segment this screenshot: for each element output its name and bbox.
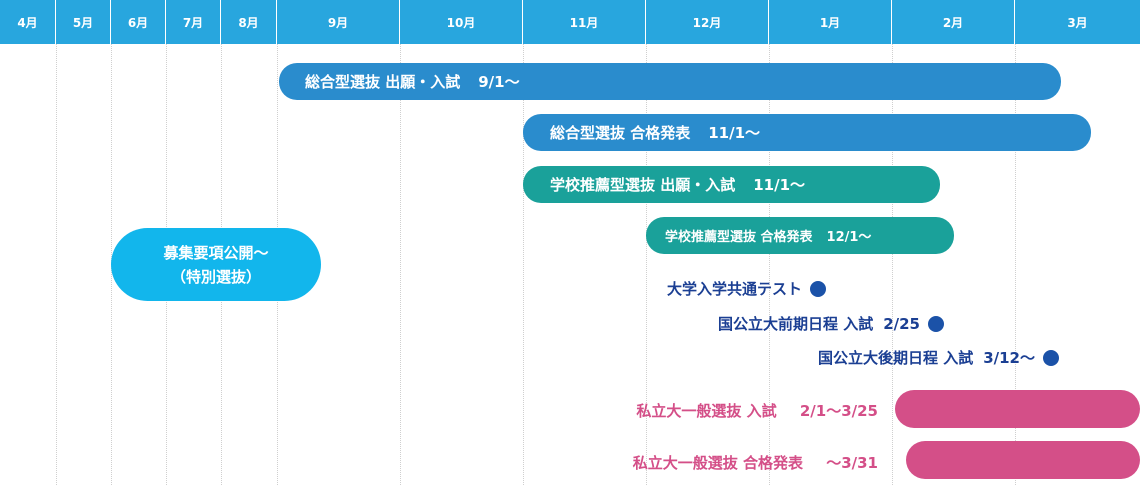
month-header-dec: 12月	[646, 0, 769, 44]
bar-private-exam	[895, 390, 1140, 428]
bar-sogo-apply-date: 9/1〜	[478, 73, 520, 91]
bar-sogo-result: 総合型選抜 合格発表 11/1〜	[523, 114, 1091, 151]
month-header-nov: 11月	[523, 0, 646, 44]
milestone-kyotsu-label: 大学入学共通テスト	[666, 280, 802, 298]
grid-line	[56, 44, 57, 485]
milestone-koki-label: 国公立大後期日程 入試	[817, 349, 974, 367]
grid-line	[523, 44, 524, 485]
bar-sogo-result-date: 11/1〜	[708, 124, 761, 142]
month-header-feb: 2月	[892, 0, 1015, 44]
dot-marker-icon	[1043, 349, 1059, 366]
private-exam-text: 私立大一般選抜 入試 2/1〜3/25	[636, 400, 878, 421]
bar-gakko-result-date: 12/1〜	[826, 230, 872, 245]
private-exam-label: 私立大一般選抜 入試	[636, 402, 777, 420]
bar-sogo-result-label: 総合型選抜 合格発表	[550, 124, 691, 142]
month-header-oct: 10月	[400, 0, 523, 44]
grid-line	[892, 44, 893, 485]
month-header-aug: 8月	[221, 0, 277, 44]
bar-gakko-apply: 学校推薦型選抜 出願・入試 11/1〜	[523, 166, 940, 203]
dot-marker-icon	[928, 315, 944, 332]
month-header-may: 5月	[56, 0, 111, 44]
milestone-zenki-label: 国公立大前期日程 入試	[717, 315, 874, 333]
bar-boshu-pill: 募集要項公開〜 （特別選抜）	[111, 228, 321, 301]
grid-line	[769, 44, 770, 485]
bar-boshu-label: 募集要項公開〜	[163, 243, 269, 262]
bar-sogo-apply-label: 総合型選抜 出願・入試	[305, 73, 461, 91]
month-header-jun: 6月	[111, 0, 166, 44]
bar-gakko-result-label: 学校推薦型選抜 合格発表	[665, 230, 813, 245]
milestone-zenki: 国公立大前期日程 入試 2/25	[718, 313, 944, 334]
dot-marker-icon	[810, 280, 826, 297]
month-header-sep: 9月	[277, 0, 400, 44]
month-header-jan: 1月	[769, 0, 892, 44]
bar-sogo-apply: 総合型選抜 出願・入試 9/1〜	[279, 63, 1061, 100]
bar-boshu-sub: （特別選抜）	[170, 267, 261, 286]
private-result-date: 〜3/31	[826, 454, 878, 472]
bar-private-result	[906, 441, 1140, 479]
milestone-kyotsu: 大学入学共通テスト	[667, 278, 826, 299]
bar-gakko-apply-label: 学校推薦型選抜 出願・入試	[550, 176, 736, 194]
month-header-apr: 4月	[0, 0, 56, 44]
private-exam-date: 2/1〜3/25	[799, 402, 878, 420]
private-result-label: 私立大一般選抜 合格発表	[632, 454, 803, 472]
grid-line	[646, 44, 647, 485]
month-header-jul: 7月	[166, 0, 221, 44]
milestone-koki: 国公立大後期日程 入試 3/12〜	[818, 347, 1059, 368]
month-header-mar: 3月	[1015, 0, 1140, 44]
milestone-zenki-date: 2/25	[883, 314, 920, 333]
grid-line	[400, 44, 401, 485]
grid-line	[1015, 44, 1016, 485]
bar-gakko-apply-date: 11/1〜	[753, 176, 806, 194]
milestone-koki-date: 3/12〜	[983, 349, 1035, 367]
bar-boshu-text: 募集要項公開〜 （特別選抜）	[111, 241, 321, 289]
private-result-text: 私立大一般選抜 合格発表 〜3/31	[633, 452, 878, 473]
bar-gakko-result: 学校推薦型選抜 合格発表 12/1〜	[646, 217, 954, 254]
